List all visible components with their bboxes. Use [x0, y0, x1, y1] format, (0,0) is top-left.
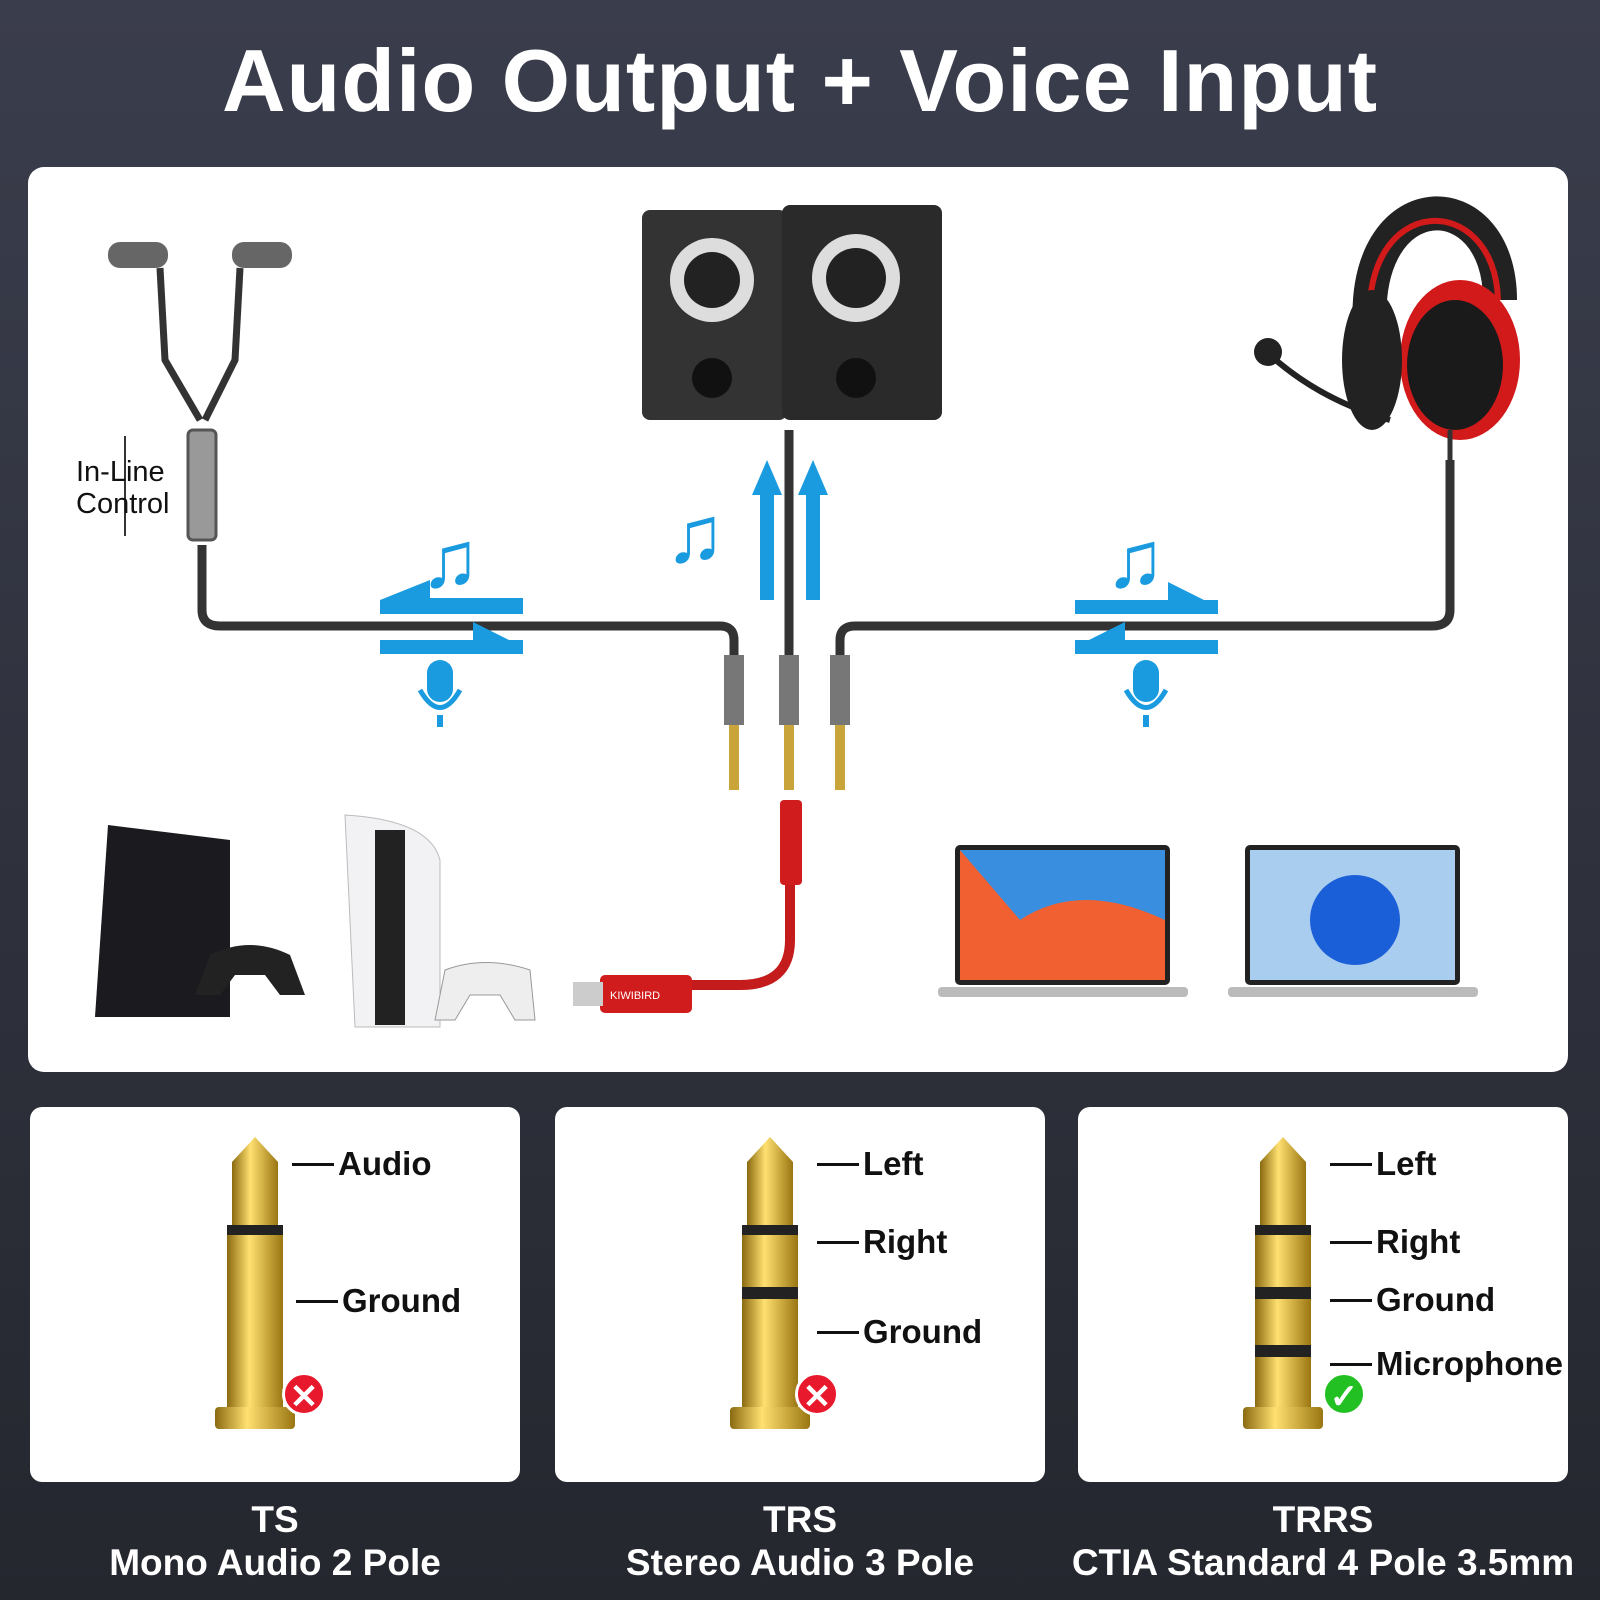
- pin-label-right: Right: [1330, 1223, 1460, 1261]
- caption-type: TS: [251, 1499, 299, 1540]
- trrs-jack-icon: [1243, 1137, 1323, 1429]
- music-note-icon: ♫: [1105, 515, 1165, 604]
- pin-label-ground: Ground: [817, 1313, 982, 1351]
- pin-label-left: Left: [817, 1145, 924, 1183]
- caption-desc: CTIA Standard 4 Pole 3.5mm: [1071, 1542, 1575, 1583]
- macbook-icon: [938, 845, 1188, 997]
- incompatible-icon: ✕: [795, 1372, 839, 1416]
- usb-adapter-icon: KIWIBIRD: [573, 800, 802, 1013]
- caption-desc: Stereo Audio 3 Pole: [625, 1542, 975, 1583]
- ts-jack-icon: [215, 1137, 295, 1429]
- incompatible-icon: ✕: [282, 1372, 326, 1416]
- inline-control-line1: In-Line: [76, 456, 165, 488]
- pin-label-ground: Ground: [1330, 1281, 1495, 1319]
- microphone-icon: [417, 660, 1169, 727]
- pin-label-audio: Audio: [292, 1145, 431, 1183]
- windows-laptop-icon: [1228, 845, 1478, 997]
- inline-control-label: In-Line Control: [76, 456, 170, 520]
- headset-icon: [1254, 196, 1520, 470]
- pin-label-left: Left: [1330, 1145, 1437, 1183]
- ps5-console-icon: [344, 814, 536, 1028]
- caption-type: TRS: [763, 1499, 837, 1540]
- plugs-icon: [724, 655, 850, 790]
- ps4-console-icon: [95, 825, 305, 1017]
- inline-control-line2: Control: [76, 488, 170, 520]
- page-title: Audio Output + Voice Input: [221, 31, 1379, 130]
- connection-diagram: KIWIBIRD: [95, 196, 1520, 1028]
- ts-card: Audio Ground ✕: [30, 1107, 520, 1482]
- bidirectional-arrows-icon: [380, 460, 1218, 654]
- music-note-icon: ♫: [420, 515, 480, 604]
- trrs-card: Left Right Ground Microphone ✓: [1078, 1107, 1568, 1482]
- pin-label-microphone: Microphone: [1330, 1345, 1563, 1383]
- music-note-icon: ♫: [665, 490, 725, 579]
- adapter-brand: KIWIBIRD: [610, 990, 660, 1002]
- trs-jack-icon: [730, 1137, 810, 1429]
- caption-desc: Mono Audio 2 Pole: [109, 1542, 441, 1583]
- trs-card: Left Right Ground ✕: [555, 1107, 1045, 1482]
- pin-label-ground: Ground: [296, 1282, 461, 1320]
- speakers-icon: [642, 205, 942, 420]
- pin-label-right: Right: [817, 1223, 947, 1261]
- caption-type: TRRS: [1272, 1499, 1374, 1540]
- earphones-icon: [108, 242, 292, 542]
- compatible-icon: ✓: [1322, 1372, 1366, 1416]
